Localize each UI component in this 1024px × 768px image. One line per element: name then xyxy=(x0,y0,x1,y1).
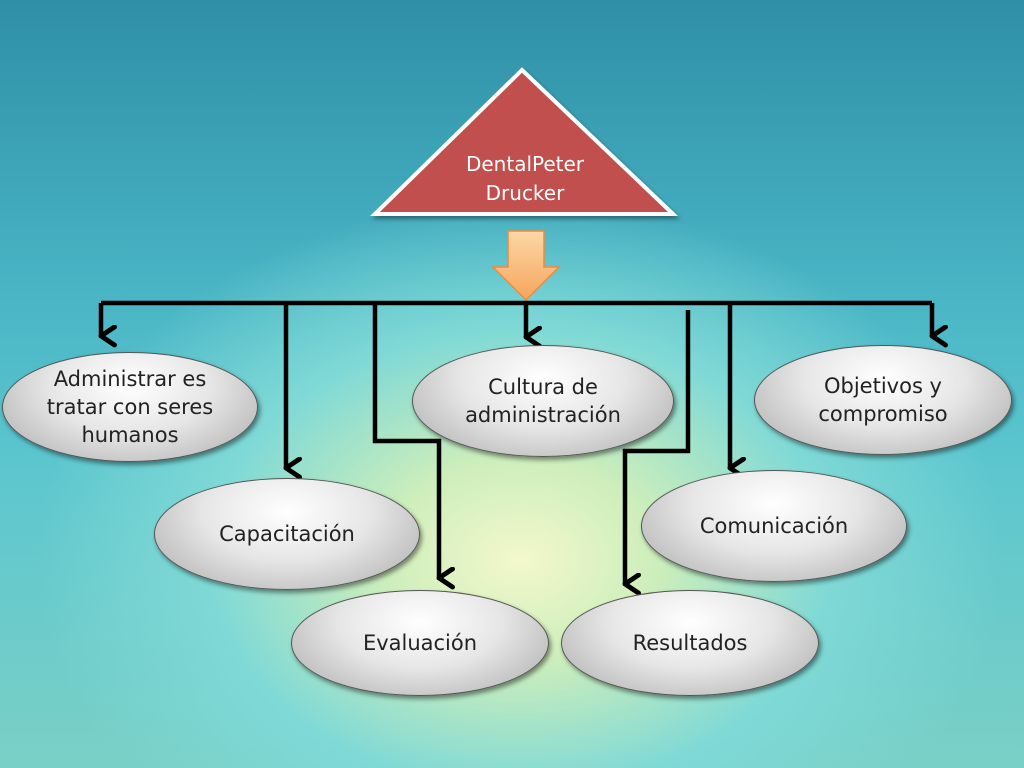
node-evaluacion: Evaluación xyxy=(291,590,549,696)
node-cultura: Cultura de administración xyxy=(412,345,674,457)
connector-resultados xyxy=(625,310,691,584)
node-administrar: Administrar es tratar con seres humanos xyxy=(2,352,258,462)
node-administrar-line-2: tratar con seres xyxy=(46,395,214,419)
node-capacitacion: Capacitación xyxy=(154,478,420,590)
title-line-1: DentalPeter xyxy=(465,152,585,176)
node-evaluacion-label: Evaluación xyxy=(362,631,478,655)
node-objetivos: Objetivos y compromiso xyxy=(754,345,1012,455)
down-arrow-icon xyxy=(491,230,561,302)
node-administrar-line-1: Administrar es xyxy=(53,367,207,391)
node-capacitacion-label: Capacitación xyxy=(219,522,355,546)
node-objetivos-line-1: Objetivos y xyxy=(823,374,942,398)
title-triangle xyxy=(370,67,678,216)
node-cultura-line-1: Cultura de xyxy=(488,375,598,399)
node-administrar-line-3: humanos xyxy=(81,423,179,447)
node-resultados: Resultados xyxy=(561,590,819,696)
connector-evaluacion xyxy=(372,303,439,578)
title-line-2: Drucker xyxy=(485,181,565,205)
node-comunicacion: Comunicación xyxy=(641,470,907,582)
node-objetivos-line-2: compromiso xyxy=(818,402,948,426)
node-resultados-label: Resultados xyxy=(632,631,748,655)
title-label: DentalPeter Drucker xyxy=(420,150,630,208)
node-comunicacion-label: Comunicación xyxy=(699,514,849,538)
node-cultura-line-2: administración xyxy=(465,403,621,427)
